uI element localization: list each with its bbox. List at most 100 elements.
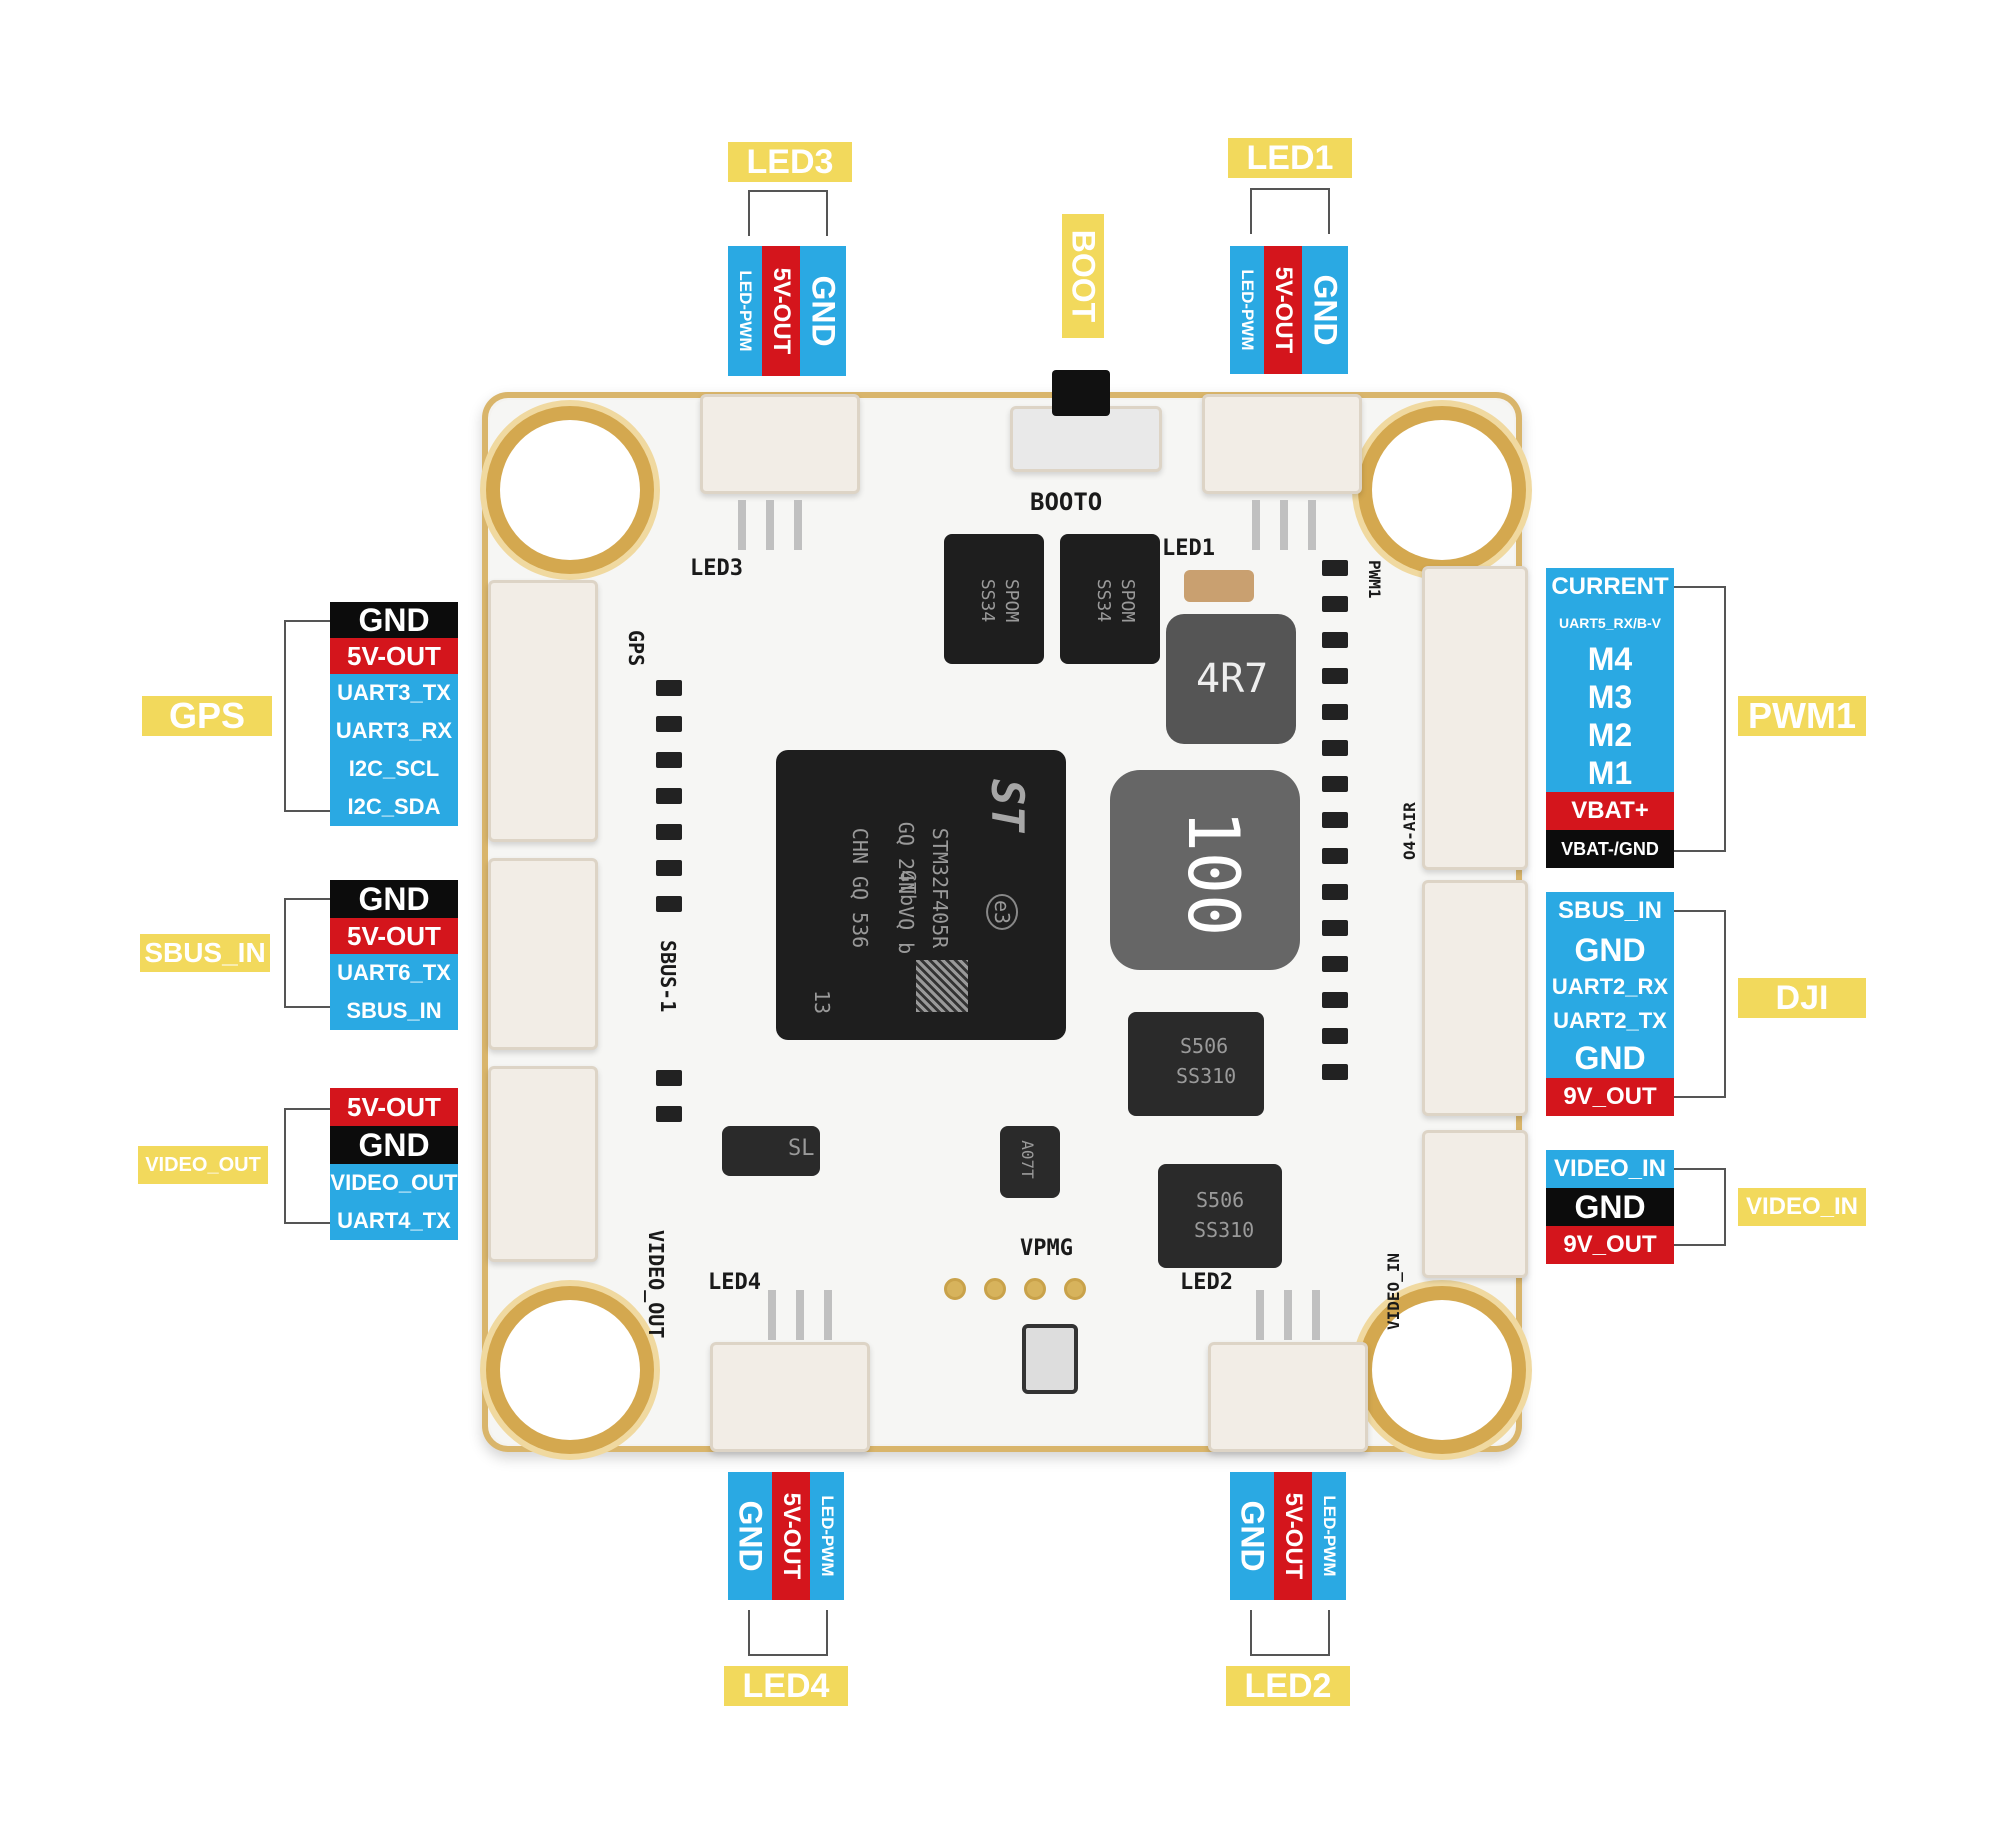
pin	[768, 1290, 776, 1340]
diode-ss310-2	[1158, 1164, 1282, 1268]
diode-ss310-2-mark: S506	[1196, 1188, 1245, 1212]
smd-resistor	[1322, 1028, 1348, 1044]
diode-ss34-1	[944, 534, 1044, 664]
sbus-silk: SBUS-1	[656, 940, 680, 1013]
connector-video-in	[1422, 1130, 1528, 1278]
video-in-title: VIDEO_IN	[1738, 1188, 1866, 1226]
pin	[1308, 500, 1316, 550]
inductor-4r7-mark: 4R7	[1196, 656, 1269, 702]
dji-pin-sbus-in: SBUS_IN	[1546, 892, 1674, 930]
smd-resistor	[656, 1070, 682, 1086]
led1-pin-led-pwm: LED-PWM	[1230, 246, 1264, 374]
led2-silk: LED2	[1180, 1270, 1233, 1295]
mcu-logo: ST	[980, 779, 1032, 832]
smd-resistor	[1322, 740, 1348, 756]
o4-air-silk: O4-AIR	[1400, 802, 1419, 860]
smd-resistor	[656, 896, 682, 912]
mcu-badge: e3	[986, 893, 1019, 931]
gps-pin-5v-out: 5V-OUT	[330, 638, 458, 674]
led3-pin-5v-out: 5V-OUT	[762, 246, 800, 376]
gps-pin-i2c-sda: I2C_SDA	[330, 788, 458, 826]
inductor-100	[1110, 770, 1300, 970]
mcu-line-4: CHN GQ 536	[848, 827, 873, 949]
led2-pin-gnd: GND	[1230, 1472, 1274, 1600]
smd-resistor	[1322, 812, 1348, 828]
mcu-qr-code	[916, 960, 968, 1012]
boot-button[interactable]	[1052, 370, 1110, 416]
video-out-pin-5v-out: 5V-OUT	[330, 1088, 458, 1126]
boot-title: BOOT	[1062, 214, 1104, 338]
pin	[1252, 500, 1260, 550]
led1-pin-gnd: GND	[1302, 246, 1348, 374]
diode-ss34-2-type: SS34	[1093, 578, 1115, 623]
sbus-pin-uart6-tx: UART6_TX	[330, 954, 458, 992]
gps-silk: GPS	[624, 630, 648, 667]
connector-gps	[488, 580, 598, 842]
smd-resistor	[656, 788, 682, 804]
led4-title: LED4	[724, 1666, 848, 1706]
pin	[824, 1290, 832, 1340]
pad-g	[1064, 1278, 1086, 1300]
smd-resistor	[1322, 848, 1348, 864]
smd-resistor	[656, 860, 682, 876]
mcu-code: 13	[810, 989, 835, 1015]
connector-pwm1	[1422, 566, 1528, 870]
led3-bracket	[748, 190, 828, 236]
dji-bracket	[1674, 910, 1726, 1098]
capacitor	[1184, 570, 1254, 602]
led4-pin-led-pwm: LED-PWM	[810, 1472, 844, 1600]
pin	[1284, 1290, 1292, 1340]
pin	[738, 500, 746, 550]
dji-pin-9v-out: 9V_OUT	[1546, 1078, 1674, 1116]
smd-resistor	[656, 824, 682, 840]
connector-video-out	[488, 1066, 598, 1262]
video-in-pin-9v-out: 9V_OUT	[1546, 1226, 1674, 1264]
mount-hole-bottom-right	[1372, 1300, 1512, 1440]
sbus-pin-sbus-in: SBUS_IN	[330, 992, 458, 1030]
connector-led3	[700, 394, 860, 494]
led3-pin-led-pwm: LED-PWM	[728, 246, 762, 376]
pad-m	[1024, 1278, 1046, 1300]
connector-led4	[710, 1342, 870, 1452]
smd-resistor	[1322, 992, 1348, 1008]
led3-title: LED3	[728, 142, 852, 182]
mcu-line-1: STM32F405R	[928, 827, 953, 949]
gps-pin-gnd: GND	[330, 602, 458, 638]
connector-o4-air	[1422, 880, 1528, 1116]
smd-resistor	[656, 716, 682, 732]
mount-hole-top-right	[1372, 420, 1512, 560]
led1-silk: LED1	[1162, 536, 1215, 561]
diode-ss310-1-mark: S506	[1180, 1034, 1229, 1058]
diode-ss310-2-type: SS310	[1194, 1218, 1255, 1242]
pwm1-pin-m1: M1	[1546, 754, 1674, 792]
gps-title: GPS	[142, 695, 272, 736]
smd-resistor	[1322, 704, 1348, 720]
inductor-4r7	[1166, 614, 1296, 744]
small-chip-sl-mark: SL	[788, 1136, 815, 1161]
video-out-pin-video-out: VIDEO_OUT	[330, 1164, 458, 1202]
smd-resistor	[656, 1106, 682, 1122]
pwm1-pin-m2: M2	[1546, 716, 1674, 754]
connector-sbus	[488, 858, 598, 1050]
smd-resistor	[1322, 1064, 1348, 1080]
pin	[794, 500, 802, 550]
video-in-pin-gnd: GND	[1546, 1188, 1674, 1226]
smd-resistor	[656, 680, 682, 696]
pwm1-pin-current: CURRENT	[1546, 568, 1674, 606]
pin	[766, 500, 774, 550]
smd-resistor	[656, 752, 682, 768]
led2-pin-led-pwm: LED-PWM	[1312, 1472, 1346, 1600]
video-out-pin-uart4-tx: UART4_TX	[330, 1202, 458, 1240]
led4-pin-5v-out: 5V-OUT	[772, 1472, 810, 1600]
led1-pin-5v-out: 5V-OUT	[1264, 246, 1302, 374]
smd-resistor	[1322, 920, 1348, 936]
pwm1-bracket	[1674, 586, 1726, 852]
pin	[1312, 1290, 1320, 1340]
inductor-100-mark: 100	[1172, 809, 1255, 937]
video-in-silk: VIDEO_IN	[1384, 1252, 1403, 1330]
video-out-title: VIDEO_OUT	[138, 1146, 268, 1184]
led2-bracket	[1250, 1610, 1330, 1656]
pwm1-pin-vbat-gnd: VBAT-/GND	[1546, 830, 1674, 868]
diode-ss34-1-mark: SPOM	[1001, 578, 1023, 623]
pad-v	[944, 1278, 966, 1300]
